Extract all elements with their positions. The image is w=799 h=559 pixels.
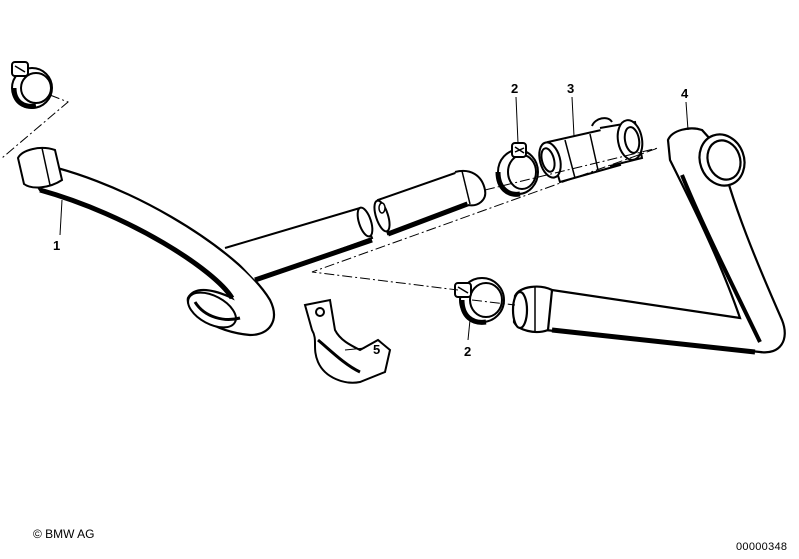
- callout-3: 3: [567, 81, 574, 96]
- bracket-part-5: [303, 298, 392, 384]
- tee-connector-part-3: [538, 117, 644, 184]
- callout-2-top: 2: [511, 81, 518, 96]
- hose-part-4: [511, 127, 786, 355]
- callout-leaders: [59, 96, 689, 351]
- callout-2-bottom: 2: [464, 344, 471, 359]
- clamp-part-2-top: [495, 142, 539, 197]
- clamp-top-left: [11, 61, 53, 109]
- clamp-part-2-bottom: [454, 277, 505, 325]
- assembly-lines: [1, 94, 659, 306]
- callout-4: 4: [681, 86, 689, 101]
- hose-part-1: [16, 147, 374, 337]
- copyright-notice: © BMW AG: [33, 527, 95, 541]
- callout-5: 5: [373, 342, 380, 357]
- hose-middle-segment: [373, 170, 487, 237]
- document-number: 00000348: [736, 541, 788, 553]
- callout-1: 1: [53, 238, 60, 253]
